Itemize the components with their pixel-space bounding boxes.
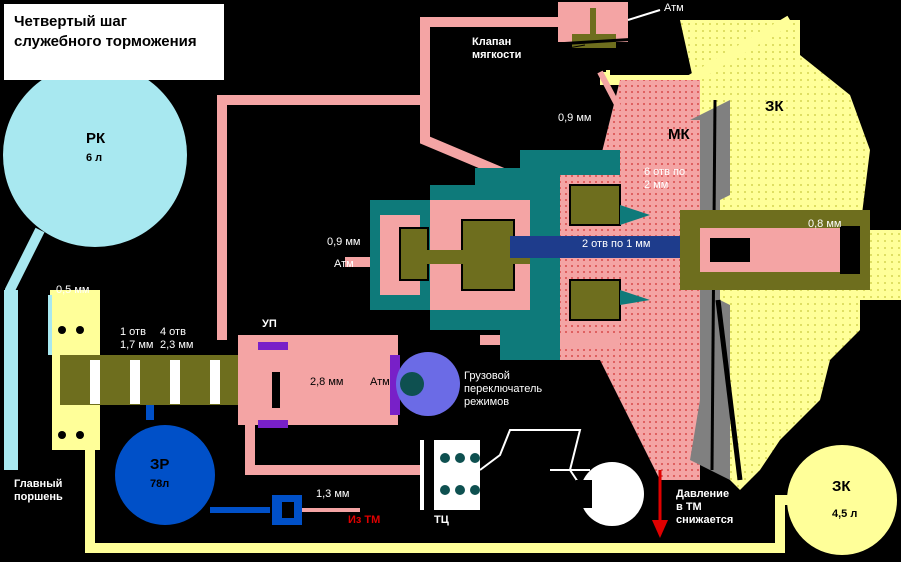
hole-0-8: 0,8 мм — [808, 218, 842, 230]
soft-valve-atm-line — [627, 9, 661, 21]
piston-ring-2 — [130, 360, 140, 404]
diaphragm-line-lower — [715, 299, 743, 481]
load-switch-knob — [396, 352, 460, 416]
up-piston — [272, 372, 280, 408]
up-purple-right — [390, 355, 400, 415]
piston-ring-1 — [90, 360, 100, 404]
up-purple-bottom — [258, 420, 288, 428]
tc-label: ТЦ — [434, 514, 449, 526]
main-piston-plate-1 — [18, 295, 28, 465]
load-switch-label: Грузовой переключатель режимов — [464, 370, 543, 408]
zk-volume: 4,5 л — [832, 508, 858, 520]
brake-wheel — [580, 462, 644, 526]
hole-2-8: 2,8 мм — [310, 376, 344, 388]
pressure-arrow-head — [652, 520, 668, 538]
hole-4-otv: 4 отв 2,3 мм — [160, 326, 194, 351]
holes-6-otv: 6 отв по 2 мм — [644, 166, 686, 191]
up-label: УП — [262, 318, 277, 330]
rk-reservoir — [3, 63, 187, 247]
hole-1-otv: 1 отв 1,7 мм — [120, 326, 154, 351]
title-panel: Четвертый шаг служебного торможения — [4, 4, 224, 80]
brake-shoe — [576, 480, 592, 508]
tc-piston — [424, 440, 434, 510]
hole-0-9-top: 0,9 мм — [558, 112, 592, 124]
zk-plunger-right — [840, 226, 860, 274]
load-switch-center — [400, 372, 424, 396]
mk-piston-upper — [569, 184, 621, 226]
soft-valve-label: Клапан мягкости — [472, 36, 522, 61]
atm-up-label: Атм — [370, 376, 390, 388]
pipe-tc — [245, 420, 420, 475]
pipe-mk-to-valve — [420, 100, 522, 185]
channel-2-holes — [510, 236, 710, 258]
main-piston-label: Главный поршень — [14, 478, 63, 503]
main-piston-rod — [60, 355, 250, 405]
mk-wedge-lower — [620, 290, 650, 305]
up-purple-top — [258, 342, 288, 350]
holes-2-otv: 2 отв по 1 мм — [582, 238, 651, 250]
tc-dot-4 — [440, 485, 450, 495]
rk-volume: 6 л — [86, 152, 103, 164]
hole-0-9-left: 0,9 мм — [327, 236, 361, 248]
hole-0-5: 0,5 мм — [56, 284, 90, 296]
valve-stem — [420, 250, 530, 264]
zr-reservoir — [115, 425, 215, 525]
zk-reservoir — [787, 445, 897, 555]
diagram-title: Четвертый шаг служебного торможения — [14, 13, 197, 50]
zk-plunger-core — [710, 238, 750, 262]
tc-dot-5 — [455, 485, 465, 495]
zr-label: ЗР — [150, 456, 170, 473]
zk-top-label: ЗК — [765, 98, 784, 115]
tc-dot-1 — [440, 453, 450, 463]
housing-dot-3 — [58, 431, 66, 439]
from-tm-label: Из ТМ — [348, 514, 381, 526]
hole-1-3: 1,3 мм — [316, 488, 350, 500]
main-piston-plate-3 — [42, 295, 52, 465]
soft-valve-lever — [539, 36, 656, 47]
soft-valve-pipe-down — [597, 70, 623, 112]
piston-ring-3 — [170, 360, 180, 404]
zk-bottom-label: ЗК — [832, 478, 851, 495]
mk-wedge-upper — [620, 205, 650, 225]
zr-volume: 78л — [150, 478, 170, 490]
housing-dot-4 — [76, 431, 84, 439]
piston-ring-4 — [210, 360, 220, 404]
soft-valve-seat — [582, 50, 606, 72]
tc-dot-2 — [455, 453, 465, 463]
atm-top-label: Атм — [664, 2, 684, 14]
main-piston-cyan-left — [4, 290, 18, 470]
mk-piston-lower — [569, 279, 621, 321]
housing-dot-2 — [76, 326, 84, 334]
pressure-status-label: Давление в ТМ снижается — [676, 488, 734, 526]
tc-dot-6 — [470, 485, 480, 495]
housing-dot-1 — [58, 326, 66, 334]
soft-valve-stem — [590, 8, 596, 38]
main-piston-plate-2 — [30, 290, 40, 465]
atm-left-label: Атм — [334, 258, 354, 270]
tc-dot-3 — [470, 453, 480, 463]
tm-check-valve-core — [282, 502, 294, 518]
soft-valve-label-line — [529, 44, 586, 56]
rk-label: РК — [86, 130, 106, 147]
brake-linkage — [479, 429, 582, 486]
mk-label: МК — [668, 126, 690, 143]
